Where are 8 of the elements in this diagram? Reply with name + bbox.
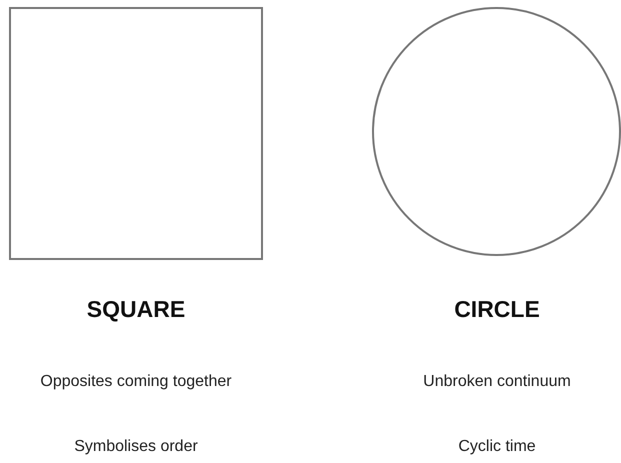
- circle-shape: [372, 7, 621, 256]
- shape-description: Cyclic time: [458, 438, 536, 456]
- square-shape: [9, 7, 263, 260]
- shape-description: Symbolises order: [74, 438, 198, 456]
- shape-description: Opposites coming together: [40, 373, 232, 391]
- shape-heading: SQUARE: [86, 296, 186, 323]
- shape-heading: CIRCLE: [454, 296, 540, 323]
- shape-description: Unbroken continuum: [423, 373, 571, 391]
